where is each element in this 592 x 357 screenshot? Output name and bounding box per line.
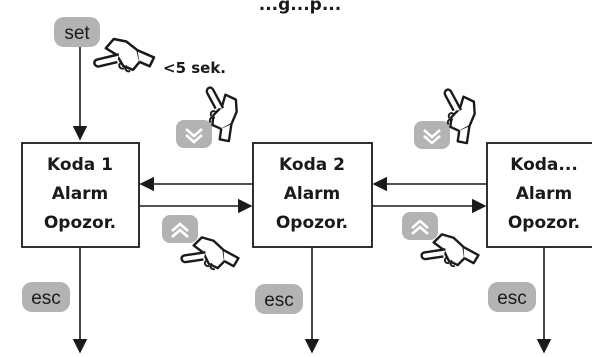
down-key-2: [414, 121, 450, 149]
timing-note: <5 sek.: [163, 59, 226, 77]
set-key-label: set: [64, 23, 90, 44]
esc-key-3-label: esc: [497, 288, 527, 309]
double-chevron-up-icon: [171, 222, 189, 238]
down-key-1: [176, 120, 212, 148]
double-chevron-down-icon: [423, 129, 441, 145]
up-key-2: [402, 212, 438, 240]
code-box-3-warning: Opozor.: [508, 213, 580, 233]
diagram-title: ...g...p...: [259, 0, 341, 15]
code-box-2: Koda 2 Alarm Opozor.: [252, 142, 373, 248]
code-box-2-title: Koda 2: [279, 155, 345, 175]
code-box-3: Koda... Alarm Opozor.: [486, 142, 592, 248]
code-box-2-alarm: Alarm: [284, 184, 341, 204]
code-box-1-title: Koda 1: [47, 155, 113, 175]
esc-key-1: esc: [22, 282, 70, 312]
code-box-3-title: Koda...: [510, 155, 578, 175]
esc-key-3: esc: [488, 282, 536, 312]
esc-key-2-label: esc: [264, 290, 294, 311]
esc-key-2: esc: [255, 284, 303, 314]
up-key-1: [162, 215, 198, 243]
pointing-hand-icon: [88, 25, 158, 94]
code-box-3-alarm: Alarm: [516, 184, 573, 204]
esc-key-1-label: esc: [31, 288, 61, 309]
double-chevron-up-icon: [411, 219, 429, 235]
double-chevron-down-icon: [185, 128, 203, 144]
code-box-1: Koda 1 Alarm Opozor.: [21, 142, 140, 248]
code-box-2-warning: Opozor.: [276, 213, 348, 233]
set-key: set: [54, 17, 100, 47]
code-box-1-alarm: Alarm: [52, 184, 109, 204]
code-box-1-warning: Opozor.: [44, 213, 116, 233]
